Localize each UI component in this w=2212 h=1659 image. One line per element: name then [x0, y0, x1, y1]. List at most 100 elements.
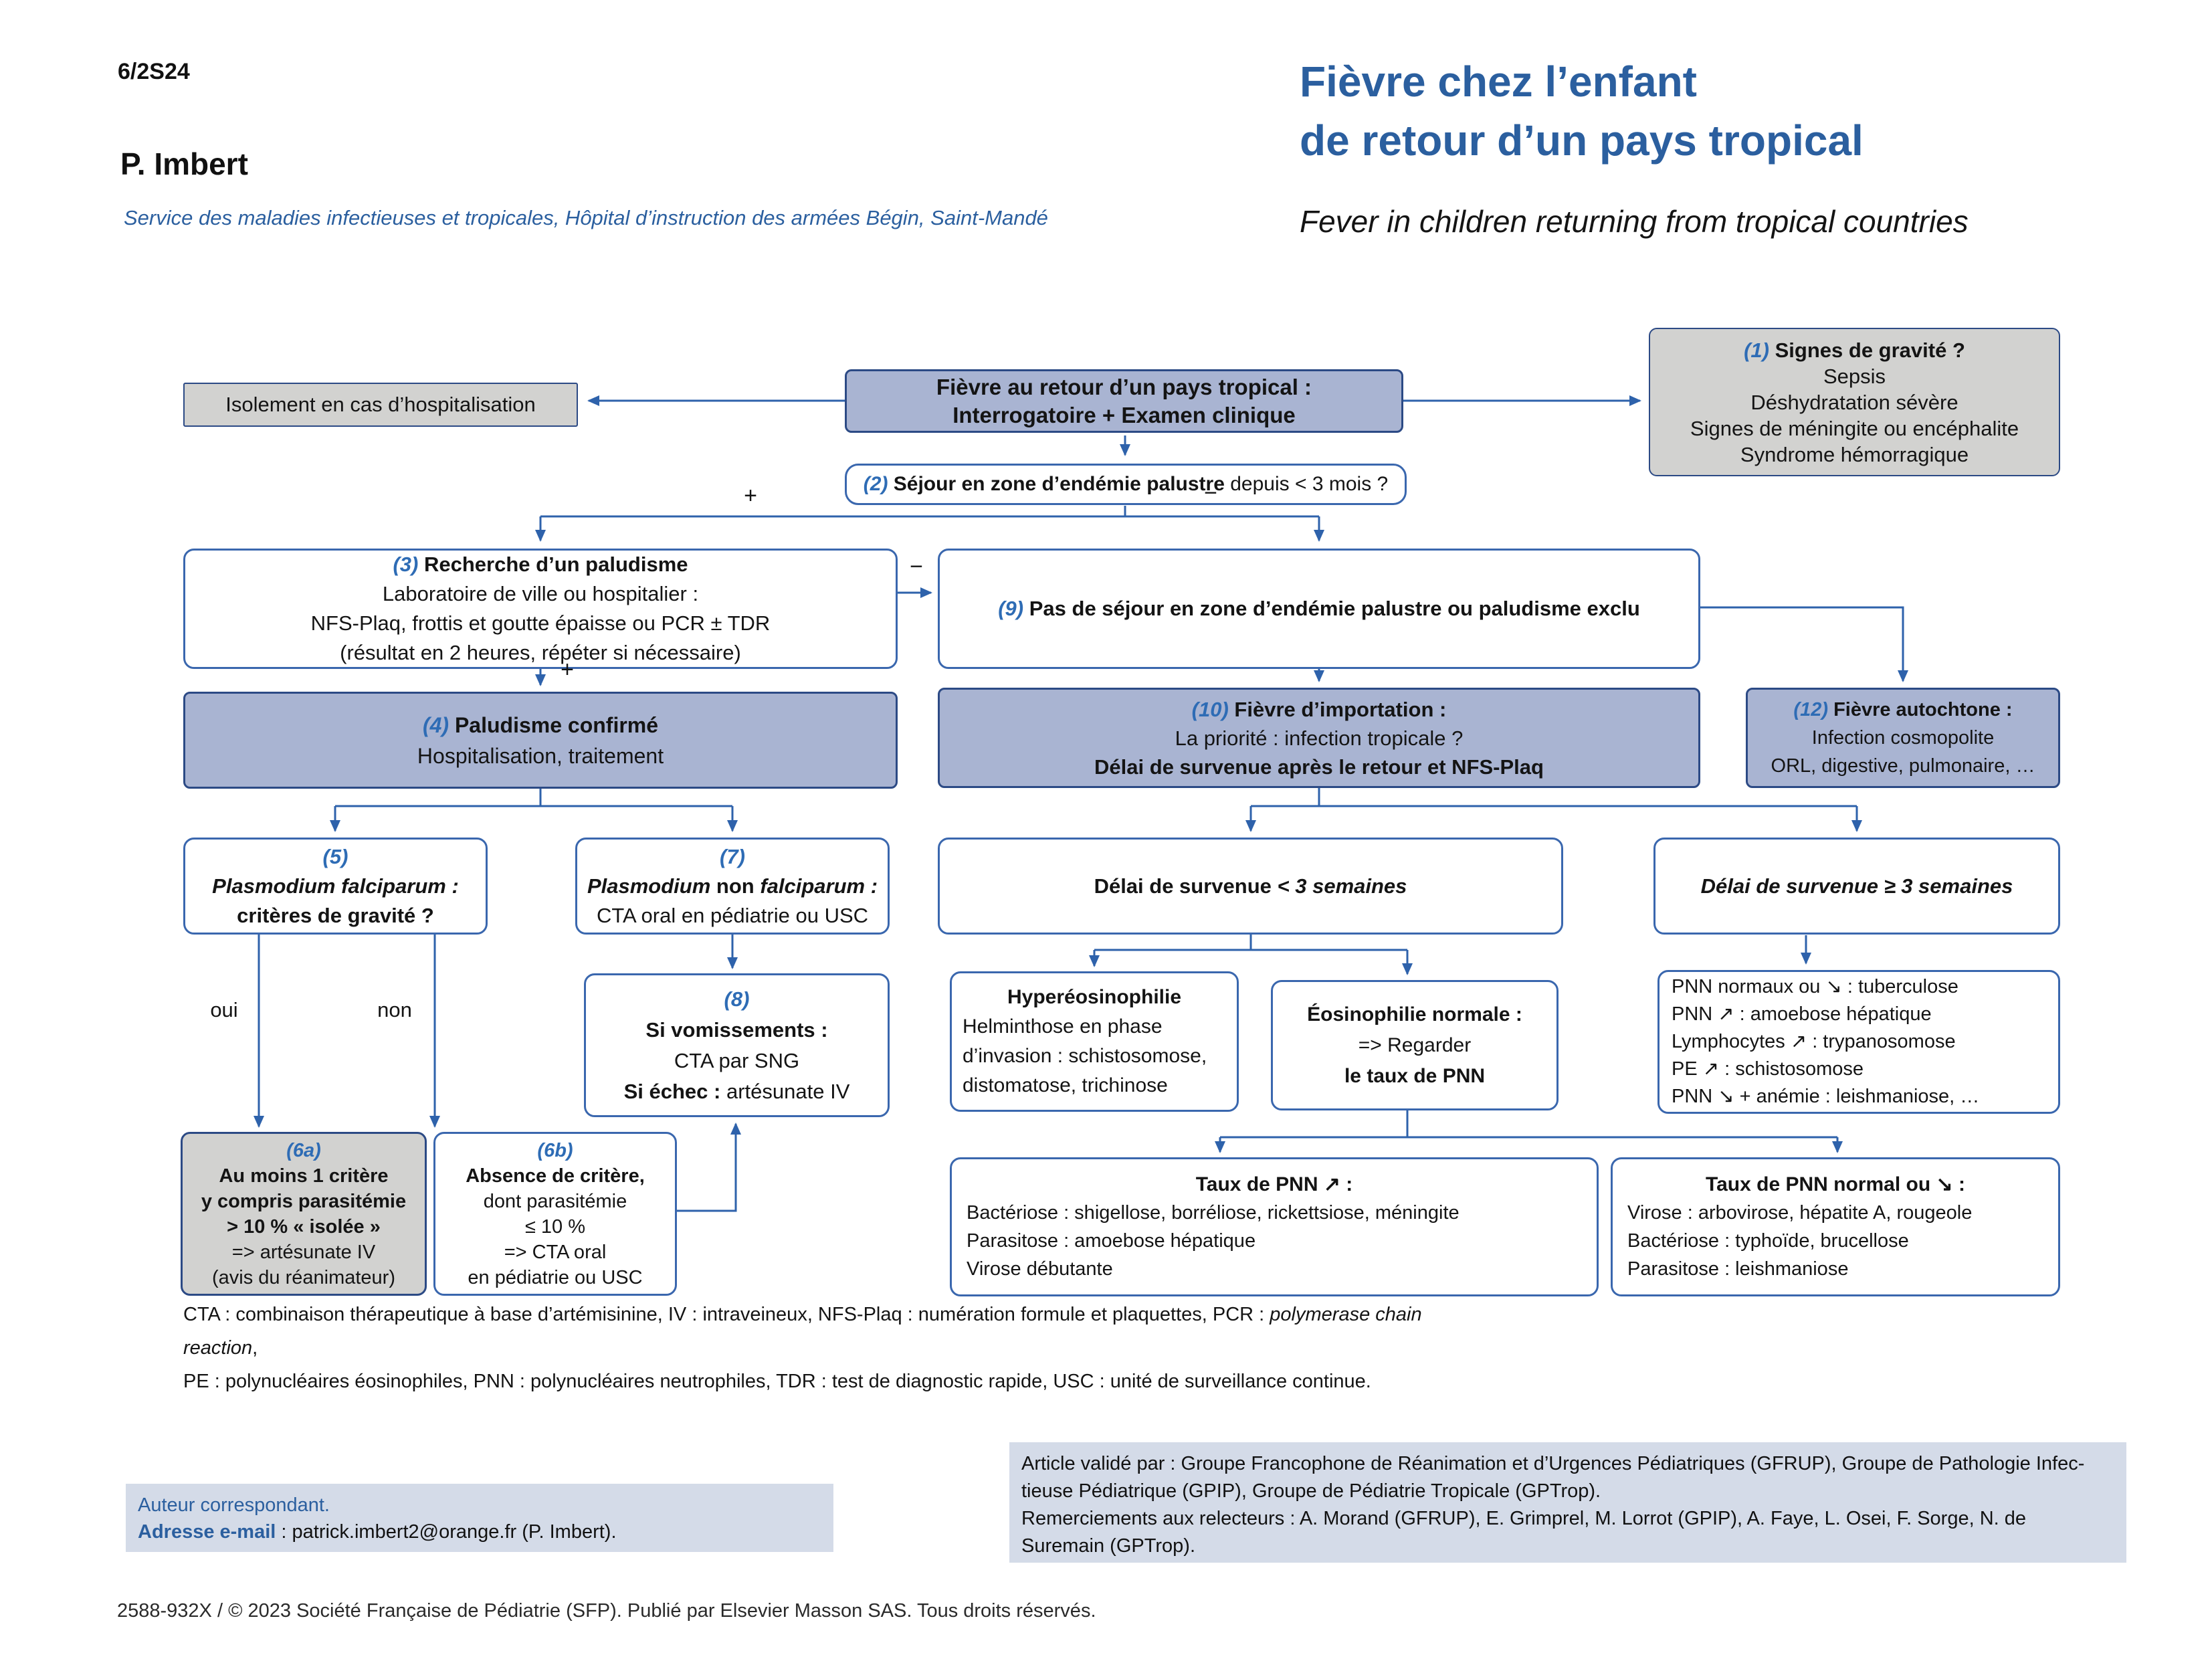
node-eosinophilie-normale: Éosinophilie normale : => Regarder le ta… [1271, 980, 1559, 1110]
validation-box: Article validé par : Groupe Francophone … [1009, 1442, 2126, 1563]
node-falciparum-species: Plasmodium falciparum : [212, 874, 459, 898]
node-importation-title-text: Fièvre d’importation : [1234, 697, 1447, 721]
node-delai-moins-3sem: Délai de survenue < 3 semaines [938, 838, 1563, 935]
node-hyper-line: Helminthose en phase [963, 1015, 1163, 1038]
node-pnnoriente-line: PNN ↘ + anémie : leishmaniose, … [1672, 1086, 1980, 1107]
node-eosino-title: Éosinophilie normale : [1307, 1003, 1522, 1026]
node-q2-num: (2) [863, 473, 888, 495]
node-vomissements: (8) Si vomissements : CTA par SNG Si éch… [584, 973, 890, 1117]
node-importation-line: La priorité : infection tropicale ? [1175, 726, 1464, 750]
node-recherche-line: NFS-Plaq, frottis et goutte épaisse ou P… [310, 611, 771, 635]
doc-code: 6/2S24 [118, 59, 190, 84]
node-gravite-item: Syndrome hémorragique [1740, 442, 1969, 466]
node-delaige-text: Délai de survenue ≥ 3 semaines [1700, 874, 2013, 898]
node-recherche-line: (résultat en 2 heures, répéter si nécess… [340, 641, 741, 664]
node-fievre-retour: Fièvre au retour d’un pays tropical : In… [845, 369, 1403, 433]
node-autochtone-title: (12) Fièvre autochtone : [1793, 696, 2012, 724]
node-autochtone-num: (12) [1793, 699, 1828, 720]
node-pnnup-body: Bactériose : shigellose, borréliose, ric… [952, 1199, 1597, 1283]
node-vomissements-line: CTA par SNG [674, 1048, 800, 1072]
node-falciparum-num: (5) [322, 844, 348, 868]
node-eosino-bold: le taux de PNN [1344, 1064, 1486, 1087]
node-passejour-text: (9) Pas de séjour en zone d’endémie palu… [998, 594, 1640, 623]
abbreviations-footnote: CTA : combinaison thérapeutique à base d… [183, 1298, 1488, 1398]
node-pnnnorm-line: Parasitose : leishmaniose [1627, 1258, 1849, 1280]
copyright-line: 2588-932X / © 2023 Société Française de … [117, 1600, 1096, 1622]
node-gravite-item: Déshydratation sévère [1750, 390, 1958, 414]
node-pnnup-line: Bactériose : shigellose, borréliose, ric… [967, 1202, 1460, 1224]
node-gravite-num: (1) [1744, 338, 1769, 362]
validation-line: Suremain (GPTrop). [1021, 1535, 1195, 1557]
node-importation-title: (10) Fièvre d’importation : [1192, 695, 1447, 724]
node-pnnoriente-line: Lymphocytes ↗ : trypanosomose [1672, 1031, 1956, 1052]
connector-absence-vomissements [677, 1123, 741, 1212]
page-title-en: Fever in children returning from tropica… [1300, 204, 1969, 239]
node-pnnoriente-line: PNN normaux ou ↘ : tuberculose [1672, 976, 1958, 997]
delailt-bold: Délai de survenue [1094, 874, 1272, 898]
title-line1: Fièvre chez l’enfant [1300, 58, 1697, 106]
node-eosino-line: => Regarder [1358, 1034, 1472, 1056]
node-q2-sejour: (2) Séjour en zone d’endémie palustre de… [845, 464, 1407, 505]
connector-passejour-autochtone [1700, 606, 1908, 682]
node-fievre-line2: Interrogatoire + Examen clinique [952, 402, 1296, 427]
author-affiliation: Service des maladies infectieuses et tro… [124, 206, 1048, 229]
correspondence-box: Auteur correspondant. Adresse e-mail : p… [126, 1484, 833, 1552]
node-gravite-item: Sepsis [1823, 364, 1886, 388]
edge-label-non: non [377, 998, 412, 1021]
validation-line: tieuse Pédiatrique (GPIP), Groupe de Péd… [1021, 1480, 1601, 1502]
node-6b-line: en pédiatrie ou USC [468, 1266, 643, 1288]
validation-line: Remerciements aux relecteurs : A. Morand… [1021, 1508, 2027, 1529]
node-autochtone-title-text: Fièvre autochtone : [1833, 699, 2013, 720]
correspondence-line1: Auteur correspondant. [138, 1494, 330, 1516]
edge-label-plus-confirme: + [561, 657, 574, 682]
node-pnnup-line: Parasitose : amoebose hépatique [967, 1230, 1256, 1252]
node-passejour-title: Pas de séjour en zone d’endémie palustre… [1029, 597, 1640, 620]
delailt-italic: < 3 semaines [1277, 874, 1407, 898]
edge-label-plus: + [744, 483, 757, 508]
node-pnnup-title: Taux de PNN ↗ : [1195, 1173, 1353, 1195]
footnote-line2: PE : polynucléaires éosinophiles, PNN : … [183, 1371, 1371, 1392]
node-taux-pnn-normal: Taux de PNN normal ou ↘ : Virose : arbov… [1611, 1157, 2060, 1296]
node-6a-bold: Au moins 1 critère [219, 1165, 389, 1187]
node-recherche-num: (3) [393, 553, 419, 576]
node-6b-line: dont parasitémie [483, 1190, 627, 1212]
node-confirme-num: (4) [422, 712, 449, 737]
footnote-line1-suffix: , [252, 1337, 258, 1359]
node-6b-line: ≤ 10 % [524, 1215, 586, 1238]
node-fievre-autochtone: (12) Fièvre autochtone : Infection cosmo… [1746, 688, 2060, 788]
footnote-line1: CTA : combinaison thérapeutique à base d… [183, 1298, 1488, 1365]
node-recherche-line: Laboratoire de ville ou hospitalier : [382, 582, 699, 605]
node-falciparum: (5) Plasmodium falciparum : critères de … [183, 838, 488, 935]
node-pnn-orientation: PNN normaux ou ↘ : tuberculose PNN ↗ : a… [1657, 970, 2060, 1114]
node-nonfalciparum-line: CTA oral en pédiatrie ou USC [596, 903, 869, 927]
node-pnnnorm-line: Bactériose : typhoïde, brucellose [1627, 1230, 1909, 1252]
node-confirme-line: Hospitalisation, traitement [417, 743, 664, 768]
node-6a-num: (6a) [286, 1139, 321, 1161]
node-nonfalciparum-species: Plasmodium non falciparum : [587, 872, 878, 901]
node-autochtone-line: ORL, digestive, pulmonaire, … [1771, 755, 2035, 777]
node-hypereosinophilie: Hyperéosinophilie Helminthose en phase d… [950, 971, 1239, 1112]
node-delailt-text: Délai de survenue < 3 semaines [1094, 872, 1407, 901]
node-isolement: Isolement en cas d’hospitalisation [183, 383, 578, 427]
node-6b-line: => CTA oral [504, 1241, 607, 1263]
node-autochtone-line: Infection cosmopolite [1811, 727, 1995, 749]
page-title-fr: Fièvre chez l’enfant de retour d’un pays… [1300, 52, 1864, 170]
node-non-falciparum: (7) Plasmodium non falciparum : CTA oral… [575, 838, 890, 935]
node-vomissements-echec: Si échec : artésunate IV [624, 1076, 850, 1107]
node-q2-rest: depuis < 3 mois ? [1230, 473, 1389, 495]
title-line2: de retour d’un pays tropical [1300, 116, 1864, 165]
email-value: : patrick.imbert2@orange.fr (P. Imbert). [276, 1521, 617, 1543]
vomissements-bold2: Si échec : [623, 1079, 721, 1103]
node-gravite-item: Signes de méningite ou encéphalite [1690, 416, 2019, 440]
node-importation-num: (10) [1191, 697, 1229, 721]
node-hyper-line: distomatose, trichinose [963, 1074, 1168, 1096]
email-label: Adresse e-mail [138, 1521, 276, 1543]
node-pnnnorm-title: Taux de PNN normal ou ↘ : [1706, 1173, 1965, 1195]
node-confirme-title: (4) Paludisme confirmé [423, 710, 658, 741]
species-upright: non [716, 874, 755, 898]
node-pnnnorm-body: Virose : arbovirose, hépatite A, rougeol… [1613, 1199, 2058, 1283]
author-name: P. Imbert [120, 147, 248, 181]
node-signes-gravite: (1) Signes de gravité ? Sepsis Déshydrat… [1649, 328, 2060, 476]
edge-label-oui: oui [210, 998, 238, 1021]
